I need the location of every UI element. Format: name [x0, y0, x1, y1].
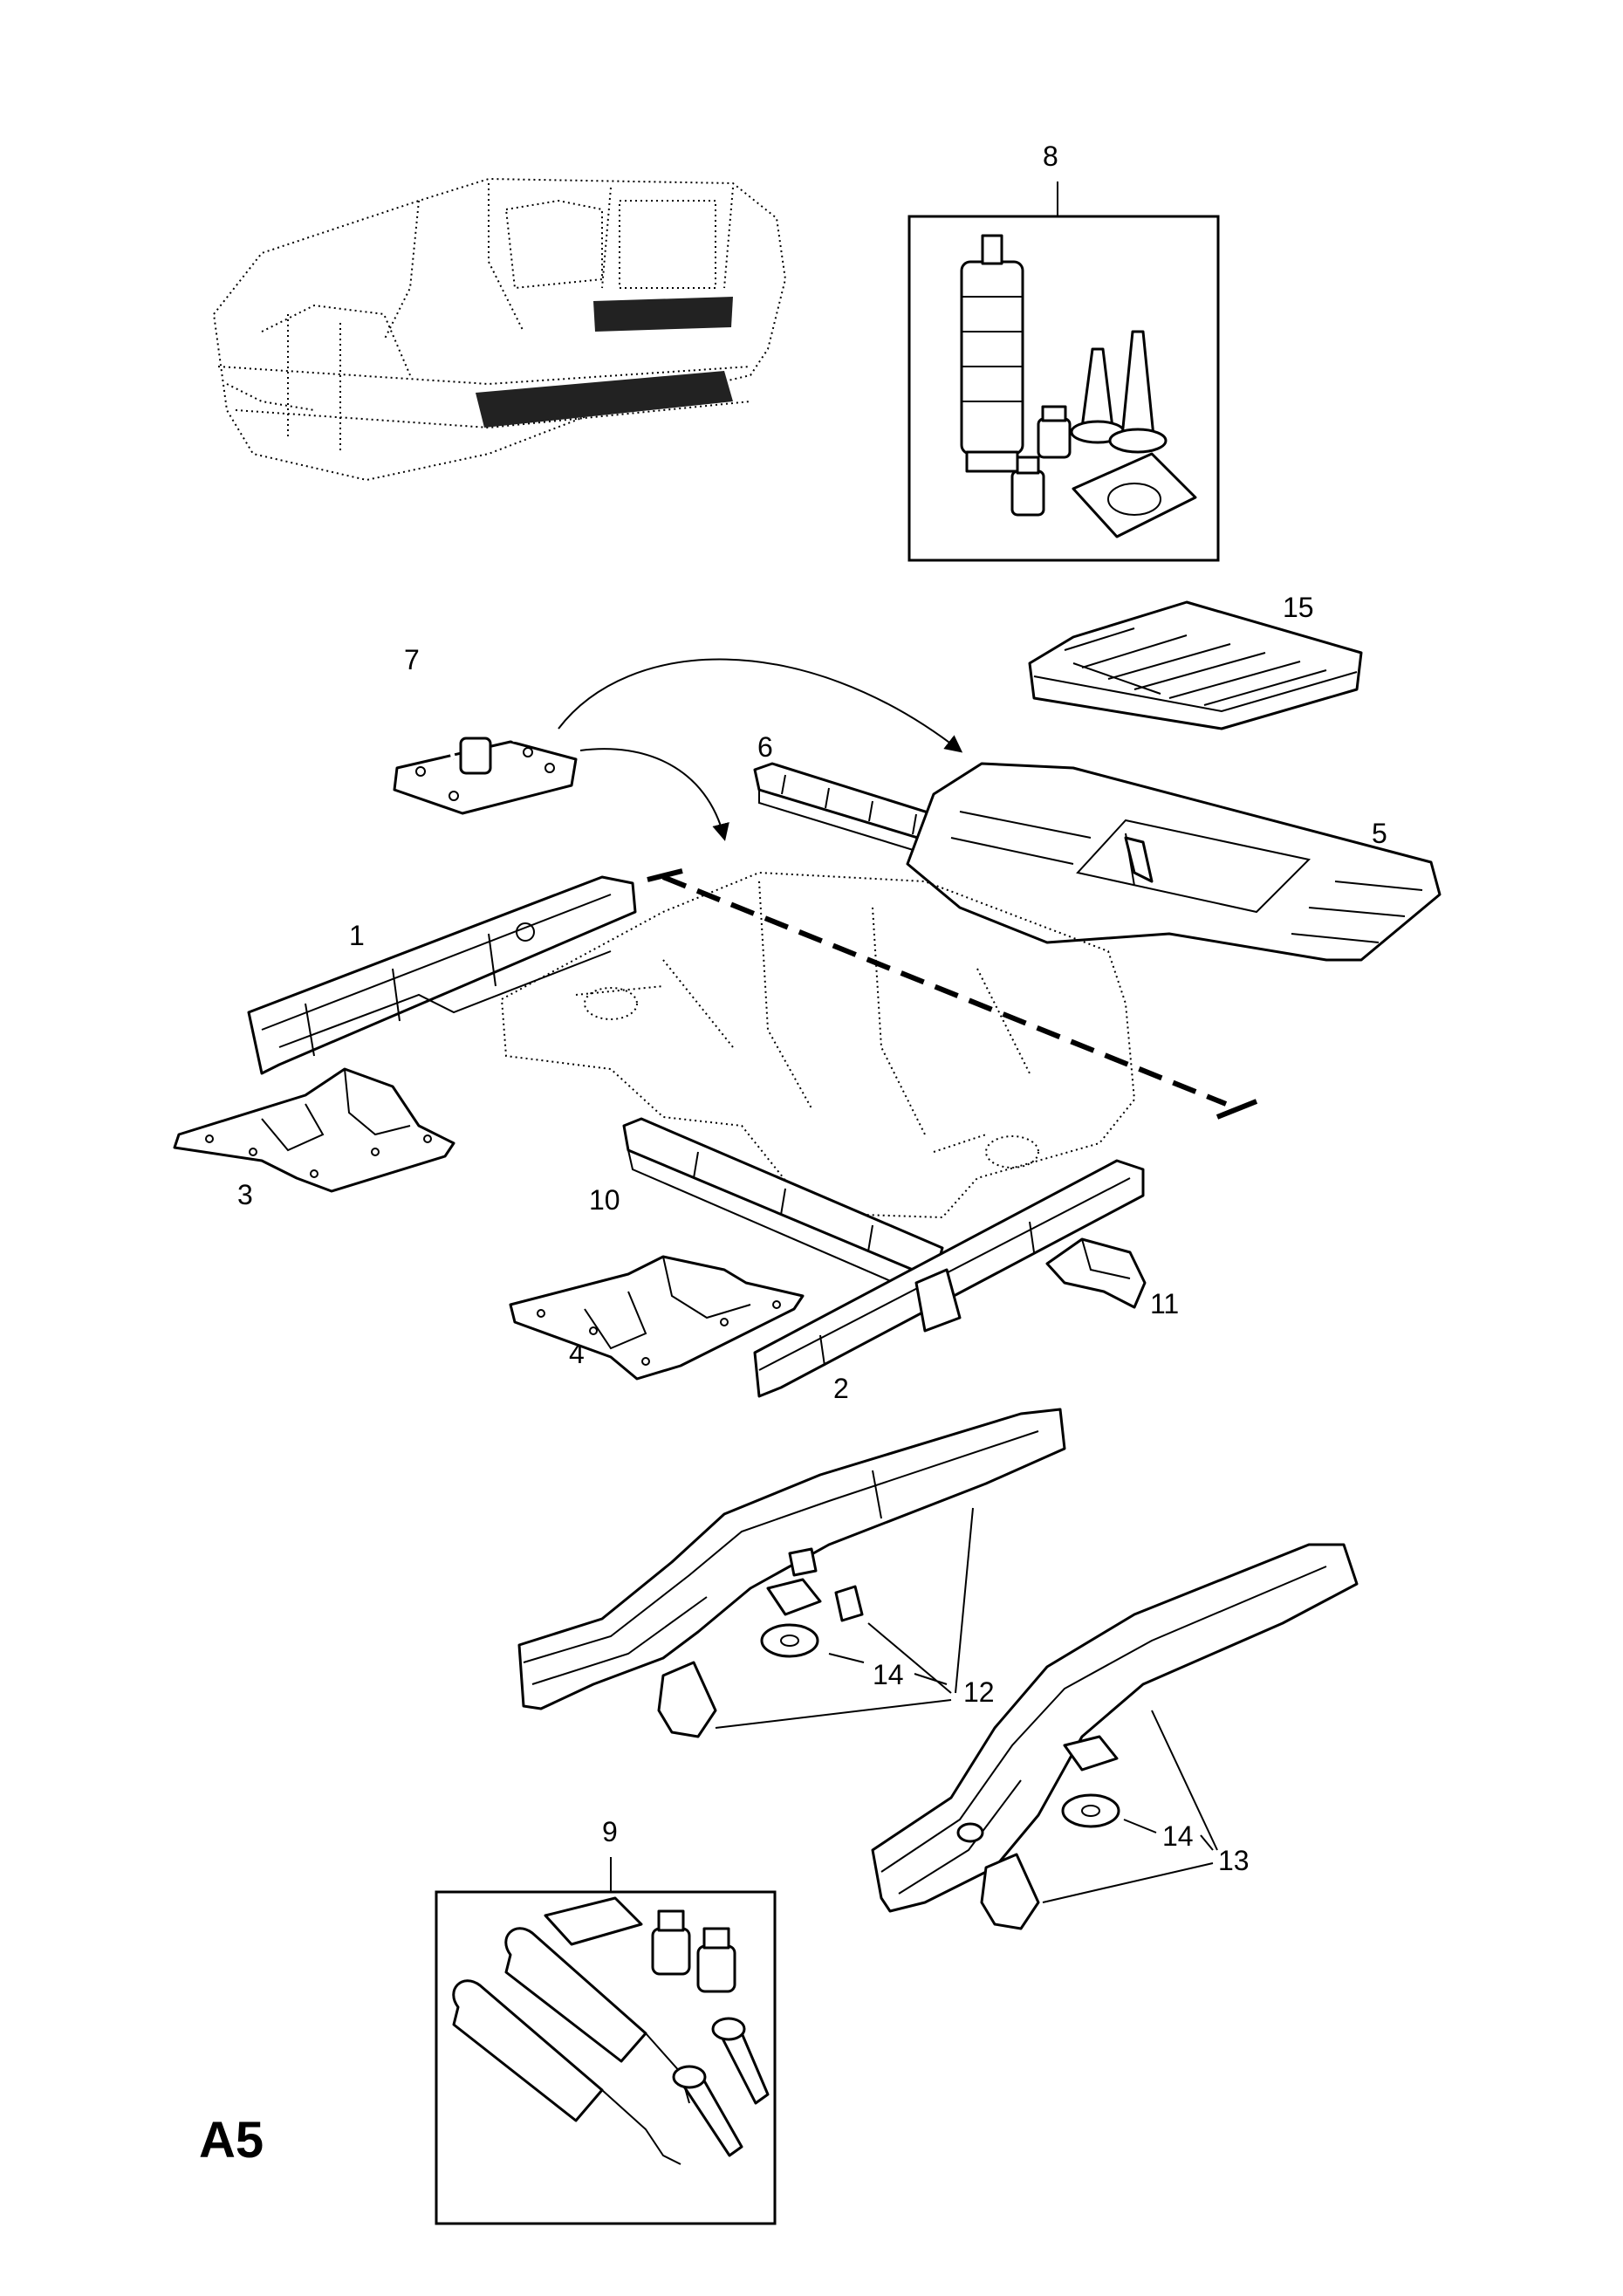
rubber-pad-12 [766, 1578, 822, 1616]
clip-12 [834, 1585, 864, 1622]
part-12-rear-member-left: 12 14 [517, 1408, 1066, 1738]
callout-14-b: 14 [1162, 1820, 1194, 1852]
callout-15: 15 [1283, 592, 1314, 623]
part-13-rear-member-right: 13 14 [871, 1543, 1359, 1930]
part-1-sill-reinforcement-left: 1 [247, 875, 637, 1075]
part-11-bracket: 11 [1045, 1237, 1179, 1319]
callout-1: 1 [349, 920, 365, 951]
part-2-sill-reinforcement-right: 2 [753, 1159, 1145, 1404]
part-3-floor-bracket-left: 3 [173, 1067, 455, 1210]
callout-9: 9 [602, 1816, 618, 1847]
callout-8: 8 [1043, 141, 1058, 172]
callout-10: 10 [589, 1184, 620, 1216]
callout-3: 3 [237, 1179, 253, 1210]
part-15-floor-mat: 15 [1028, 592, 1363, 730]
callout-7: 7 [404, 644, 420, 675]
page-code: A5 [199, 2112, 264, 2169]
callout-5: 5 [1372, 818, 1387, 849]
part-7-towing-eye: 7 [393, 644, 578, 815]
part-9-repair-kit: 9 [435, 1816, 777, 2225]
highlight-floor-front [476, 371, 733, 428]
callout-14-a: 14 [873, 1659, 904, 1690]
front-floor-panel-outline [500, 871, 1136, 1219]
highlight-floor-rear [593, 297, 733, 332]
mount-14a [760, 1623, 819, 1658]
part-4-floor-bracket-right: 4 [509, 1255, 805, 1381]
mount-14b [1061, 1793, 1120, 1828]
bracket-13 [980, 1853, 1040, 1930]
callout-2: 2 [833, 1373, 849, 1404]
rubber-pad-13 [1063, 1735, 1119, 1772]
section-cut-line [661, 874, 1228, 1107]
callout-6: 6 [757, 731, 773, 763]
callout-11: 11 [1150, 1288, 1179, 1319]
callout-12: 12 [963, 1676, 995, 1708]
part-5-rear-floor-panel: 5 [906, 762, 1442, 962]
vehicle-body-overview [212, 177, 787, 482]
callout-13: 13 [1218, 1845, 1250, 1876]
bracket-12 [657, 1661, 717, 1738]
part-8-adhesive-kit: 8 [907, 141, 1220, 562]
